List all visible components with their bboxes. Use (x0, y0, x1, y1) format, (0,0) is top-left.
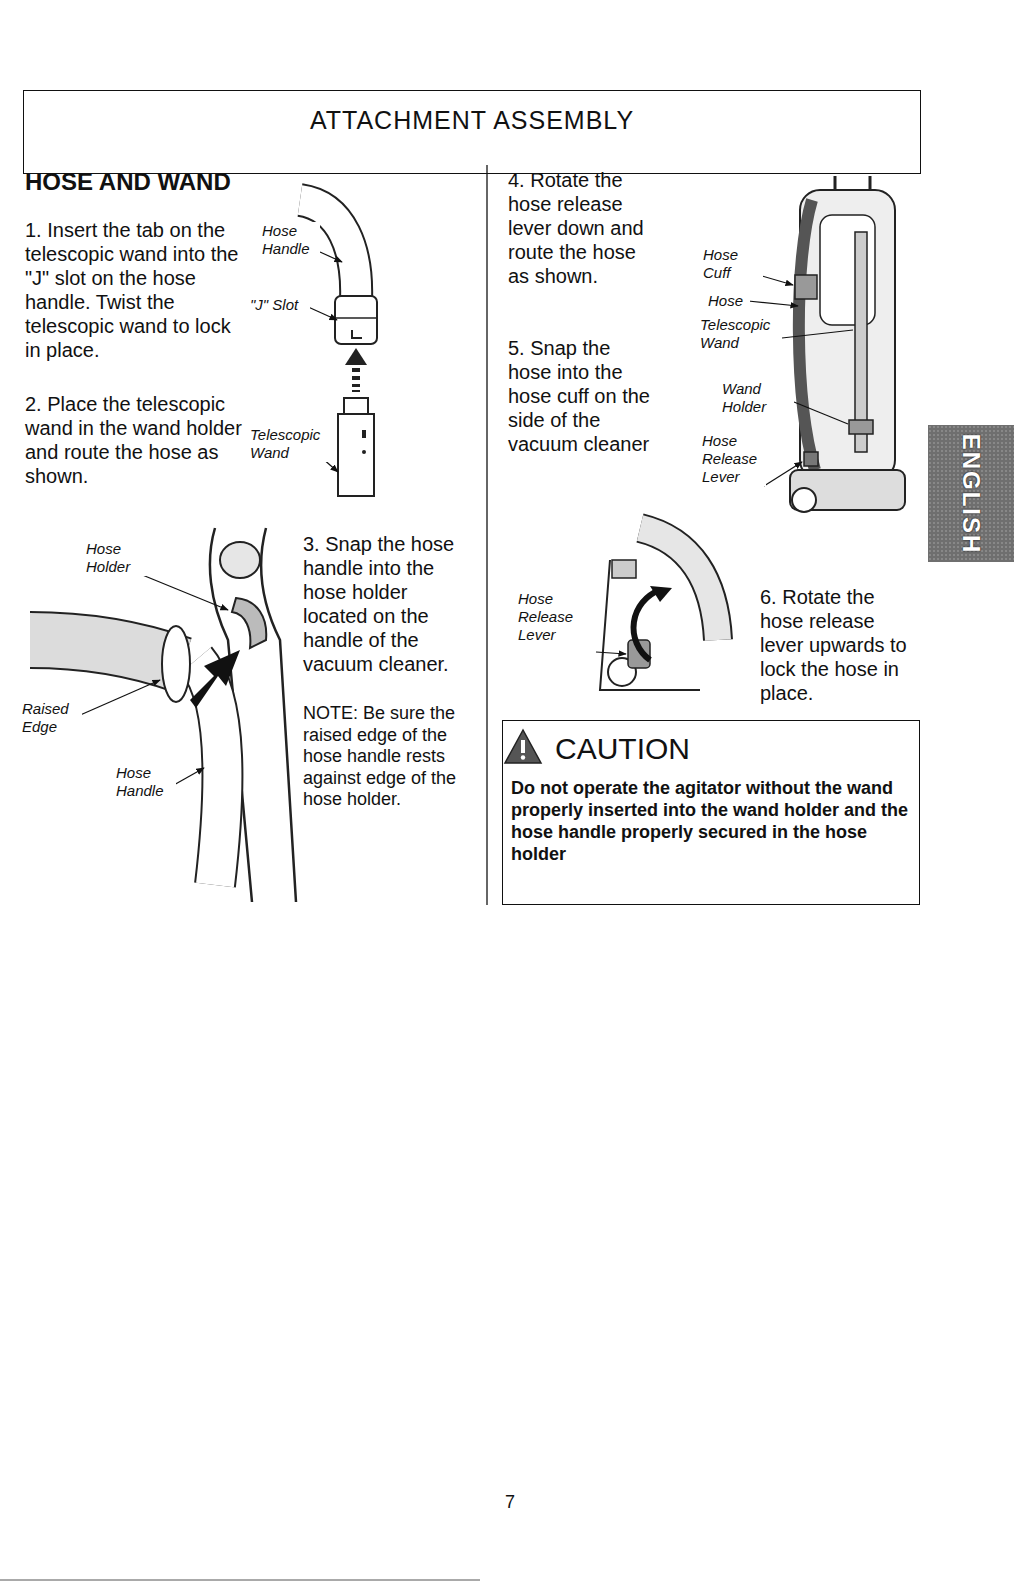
language-label: ENGLISH (957, 433, 985, 554)
part-label: Hose Handle (116, 764, 176, 800)
section-header-box: ATTACHMENT ASSEMBLY (23, 90, 921, 174)
column-divider (486, 165, 488, 905)
part-label: Telescopic Wand (250, 426, 328, 462)
header-title: ATTACHMENT ASSEMBLY (32, 91, 912, 149)
step-text: 4. Rotate the hose release lever down an… (508, 168, 658, 288)
language-tab: ENGLISH (928, 425, 1014, 562)
caution-body: Do not operate the agitator without the … (511, 777, 911, 865)
step-text: 3. Snap the hose handle into the hose ho… (303, 532, 473, 676)
page-number: 7 (505, 1492, 545, 1514)
caution-heading: CAUTION (511, 729, 911, 769)
step-text: 6. Rotate the hose release lever upwards… (760, 585, 920, 705)
note-text: NOTE: Be sure the raised edge of the hos… (303, 703, 473, 811)
step-text: 5. Snap the hose into the hose cuff on t… (508, 336, 658, 456)
step-text: 2. Place the telescopic wand in the wand… (25, 392, 260, 488)
part-label: Telescopic Wand (700, 316, 780, 352)
part-label: Hose Holder (86, 540, 146, 576)
part-label: Hose Handle (262, 222, 320, 258)
part-label: Hose Cuff (703, 246, 763, 282)
caution-box: CAUTION Do not operate the agitator witho… (502, 720, 920, 905)
step-text: 1. Insert the tab on the telescopic wand… (25, 218, 250, 362)
warning-symbol (505, 730, 541, 763)
part-label: Hose Release Lever (518, 590, 594, 644)
part-label: Wand Holder (722, 380, 794, 416)
part-label: Raised Edge (22, 700, 82, 736)
part-label: Hose Release Lever (702, 432, 766, 486)
part-label: "J" Slot (250, 296, 310, 314)
lever-illustration (596, 528, 718, 690)
part-label: Hose (708, 292, 750, 310)
section-heading: HOSE AND WAND (25, 168, 345, 197)
page-rule (0, 1580, 480, 1581)
